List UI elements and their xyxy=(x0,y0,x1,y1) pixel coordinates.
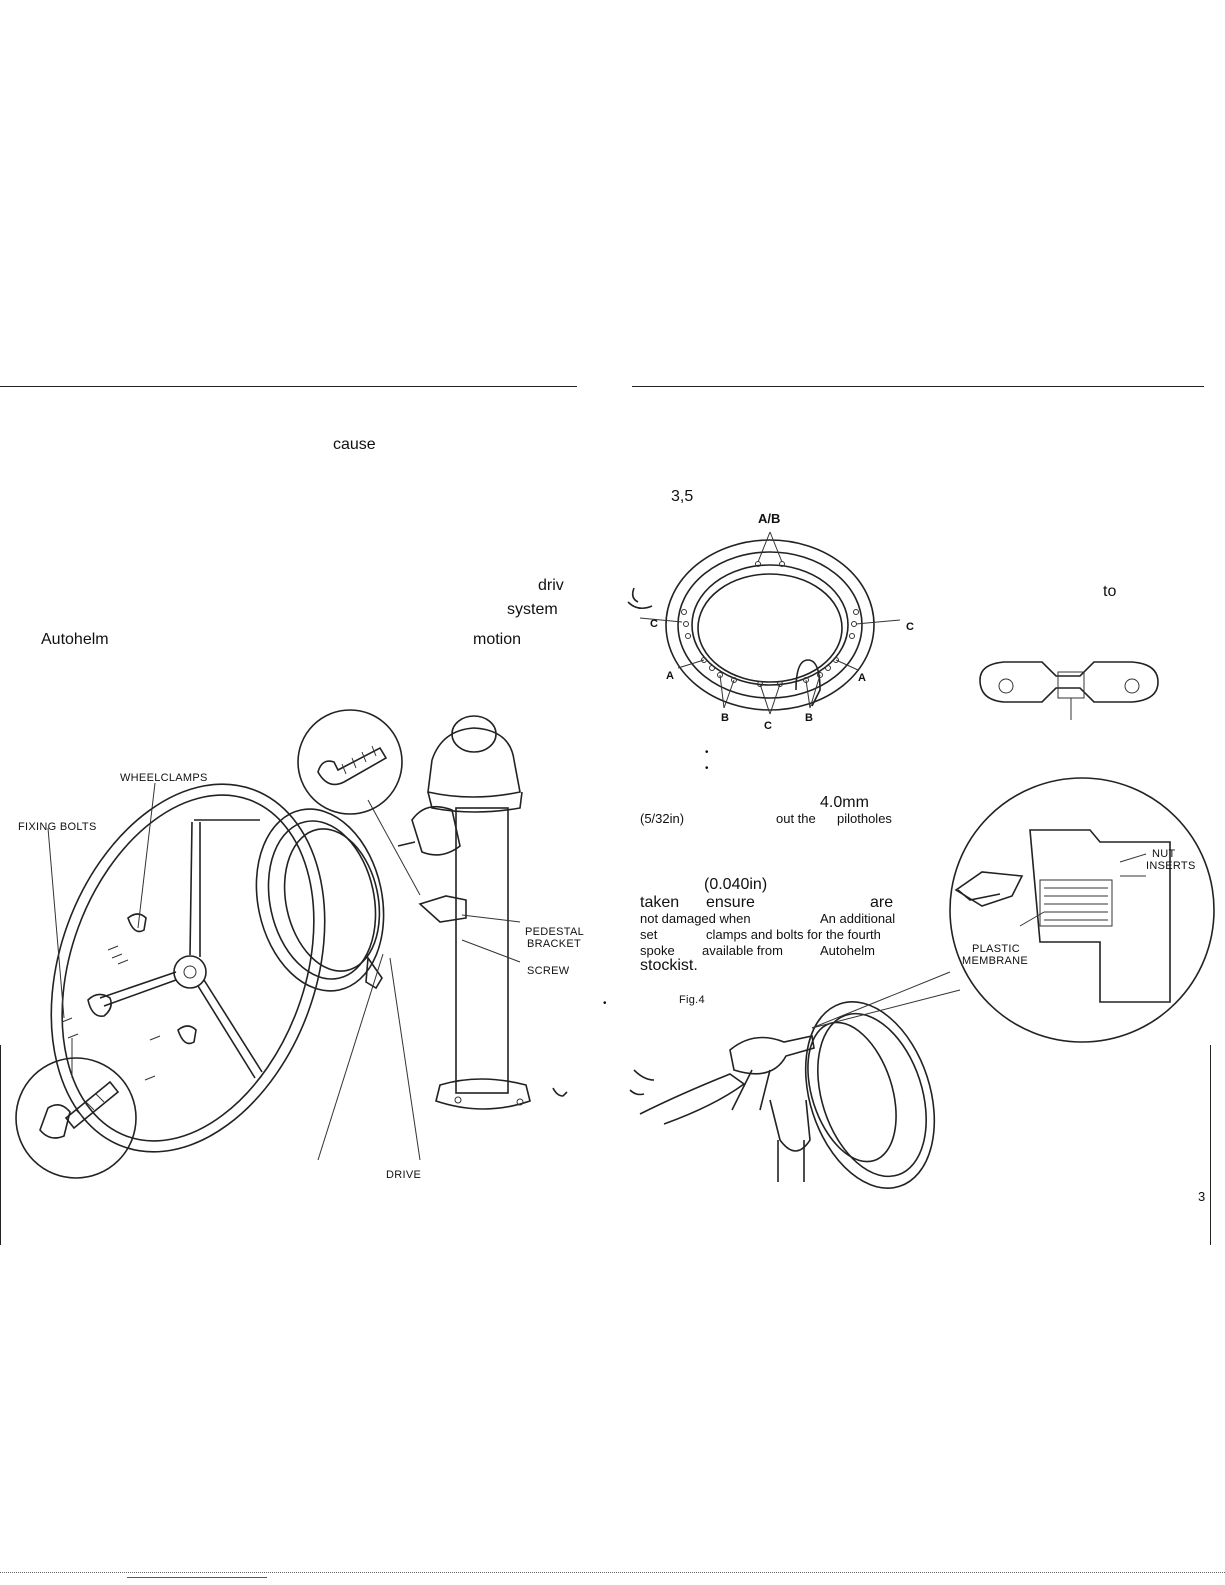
label-screw: SCREW xyxy=(527,965,570,977)
wheel-clamp-drawing xyxy=(979,661,1159,720)
text-autohelm: Autohelm xyxy=(820,943,875,958)
label-wheelclamps: WHEELCLAMPS xyxy=(120,772,208,784)
ring-label-c-bottom: C xyxy=(764,720,773,732)
ring-label-c-right: C xyxy=(906,621,915,633)
bullet-mark-1: • xyxy=(705,747,709,758)
text-clamps: clamps and bolts for the fourth xyxy=(706,927,881,942)
label-pedestal-bracket-1: PEDESTAL xyxy=(525,926,585,938)
fragment-to: to xyxy=(1103,583,1117,600)
right-margin-rule xyxy=(1210,1045,1211,1245)
text-set: set xyxy=(640,927,658,942)
ring-label-c-left: C xyxy=(650,618,659,630)
ring-label-b-left: B xyxy=(721,712,730,724)
text-an-additional: An additional xyxy=(820,911,896,926)
stray-dot: • xyxy=(603,998,607,1009)
text-dim-in: (5/32in) xyxy=(640,811,685,826)
inset-label-inserts: INSERTS xyxy=(1146,860,1196,872)
fragment-cause: cause xyxy=(333,436,376,453)
text-are: are xyxy=(870,894,894,911)
ring-label-a-left: A xyxy=(666,670,675,682)
ring-label-b-right: B xyxy=(805,712,814,724)
fragment-system: system xyxy=(507,601,558,618)
text-taken: taken xyxy=(640,894,680,911)
text-dim-mm: 4.0mm xyxy=(820,794,869,811)
text-dim2: (0.040in) xyxy=(704,876,768,893)
label-pedestal-bracket-2: BRACKET xyxy=(527,938,582,950)
inset-label-membrane: MEMBRANE xyxy=(962,955,1028,967)
fragment-autohelm: Autohelm xyxy=(41,631,109,648)
inset-label-nut: NUT xyxy=(1152,848,1176,860)
text-ensure: ensure xyxy=(706,894,755,911)
fig-caption: Fig.4 xyxy=(679,994,705,1006)
inset-label-plastic: PLASTIC xyxy=(972,943,1020,955)
fig-reference: 3,5 xyxy=(671,488,694,505)
text-pilotholes: pilotholes xyxy=(837,811,892,826)
bottom-link-underline xyxy=(127,1577,267,1578)
fragment-motion: motion xyxy=(473,631,522,648)
drive-ring-hole-diagram xyxy=(627,531,901,715)
text-spoke: spoke xyxy=(640,943,675,958)
fragment-drive: driv xyxy=(538,577,564,594)
label-drive: DRIVE xyxy=(386,1169,422,1181)
wheel-assembly-illustration xyxy=(15,709,568,1179)
text-not-damaged: not damaged when xyxy=(640,911,751,926)
left-margin-rule xyxy=(0,1045,1,1245)
bullet-mark-2: • xyxy=(705,763,709,774)
bottom-dotted-rule xyxy=(0,1572,1225,1573)
text-stockist: stockist. xyxy=(640,957,698,974)
ring-label-a-right: A xyxy=(858,672,867,684)
label-fixing-bolts: FIXING BOLTS xyxy=(18,821,97,833)
right-header-rule xyxy=(632,386,1204,387)
ring-label-ab: A/B xyxy=(758,511,781,526)
drilling-illustration xyxy=(629,777,1215,1189)
text-outthe: out the xyxy=(776,811,816,826)
left-header-rule xyxy=(0,386,577,387)
text-available: available from xyxy=(702,943,783,958)
page-number: 3 xyxy=(1198,1189,1206,1204)
